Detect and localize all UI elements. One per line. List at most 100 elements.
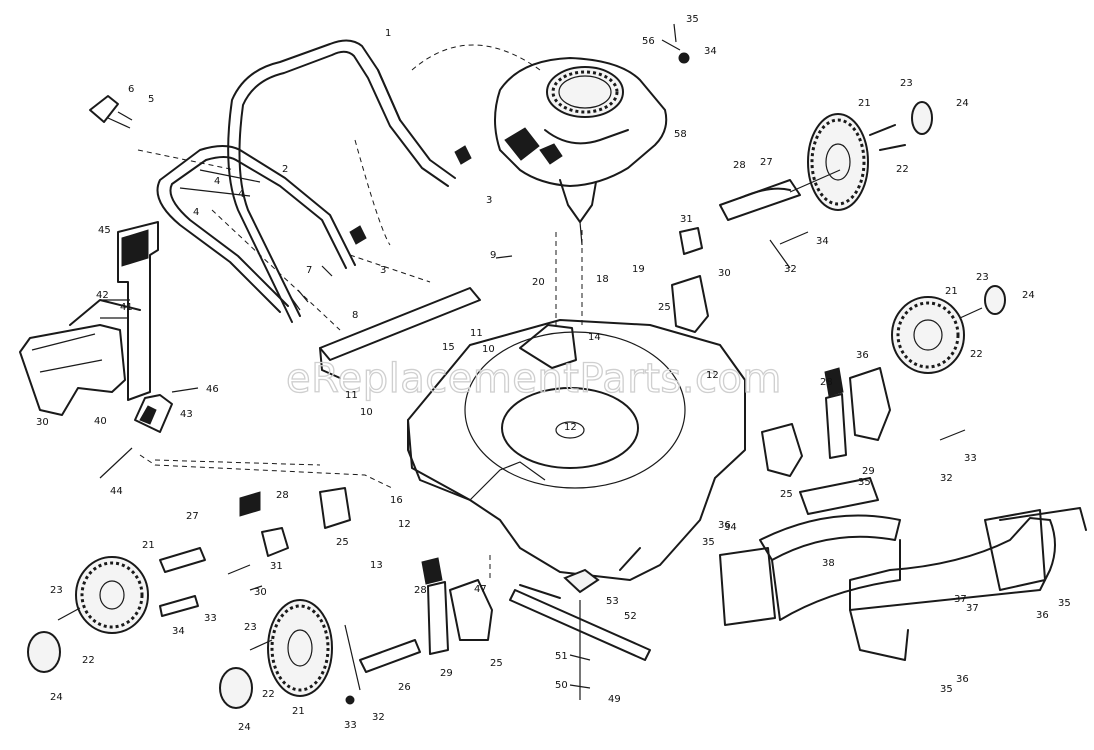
callout: 30 (36, 417, 49, 428)
callout: 36 (856, 350, 869, 361)
callout: 18 (596, 274, 609, 285)
callout: 53 (606, 596, 619, 607)
rear-axle (719, 169, 841, 221)
callout: 24 (956, 98, 969, 109)
callout: 2 (282, 164, 288, 175)
rear-left-wheel (219, 599, 333, 709)
callout: 10 (360, 407, 373, 418)
callout: 23 (976, 272, 989, 283)
callout: 28 (820, 377, 833, 388)
handle-hardware (89, 95, 472, 311)
callout: 43 (180, 409, 193, 420)
height-adjuster-rear-right (671, 227, 966, 477)
bag-hardware (99, 387, 199, 479)
callout: 12 (706, 370, 719, 381)
height-adjuster-front-left (344, 557, 493, 705)
callout: 25 (658, 302, 671, 313)
side-discharge-deflector (849, 507, 1087, 661)
callout: 5 (148, 94, 154, 105)
callout: 11 (470, 328, 483, 339)
callout: 33 (204, 613, 217, 624)
callout: 31 (270, 561, 283, 572)
callout: 30 (718, 268, 731, 279)
callout: 32 (940, 473, 953, 484)
grass-bag (19, 299, 141, 416)
callout: 33 (964, 453, 977, 464)
callout: 14 (588, 332, 601, 343)
callout: 34 (816, 236, 829, 247)
callout: 22 (82, 655, 95, 666)
callout: 21 (142, 540, 155, 551)
front-right-wheel (891, 285, 1006, 374)
rear-baffle (139, 255, 513, 489)
callout: 15 (442, 342, 455, 353)
callout: 35 (940, 684, 953, 695)
callout: 23 (50, 585, 63, 596)
callout: 40 (94, 416, 107, 427)
callout: 28 (733, 160, 746, 171)
engine-shaft-guides (555, 230, 583, 325)
engine (494, 57, 668, 246)
callout: 51 (555, 651, 568, 662)
callout: 37 (954, 594, 967, 605)
callout: 41 (120, 302, 133, 313)
callout: 10 (482, 344, 495, 355)
callout: 27 (186, 511, 199, 522)
callout: 24 (238, 722, 251, 733)
callout: 35 (858, 477, 871, 488)
callout: 3 (380, 265, 386, 276)
handle-dashed-guides (137, 44, 541, 331)
callout: 8 (352, 310, 358, 321)
callout: 12 (564, 422, 577, 433)
callout: 32 (784, 264, 797, 275)
callout: 58 (674, 129, 687, 140)
callout: 42 (96, 290, 109, 301)
callout: 21 (292, 706, 305, 717)
callout: 21 (945, 286, 958, 297)
callout: 16 (390, 495, 403, 506)
callout: 25 (780, 489, 793, 500)
callout: 11 (345, 390, 358, 401)
callout: 36 (956, 674, 969, 685)
callout: 3 (486, 195, 492, 206)
callout: 7 (306, 265, 312, 276)
watermark: eReplacementParts.com (286, 356, 782, 402)
front-left-wheel (27, 547, 206, 673)
callout: 28 (276, 490, 289, 501)
callout: 35 (686, 14, 699, 25)
callout: 38 (822, 558, 835, 569)
callout: 22 (970, 349, 983, 360)
callout-labels: 1 2 3 3 4 4 4 5 6 7 8 9 10 10 11 11 12 1… (36, 14, 1071, 733)
callout: 35 (1058, 598, 1071, 609)
callout: 23 (900, 78, 913, 89)
callout: 4 (193, 207, 199, 218)
height-adjuster-left (227, 487, 351, 591)
callout: 12 (398, 519, 411, 530)
callout: 34 (724, 522, 737, 533)
grass-bag-frame (100, 221, 159, 401)
callout: 13 (370, 560, 383, 571)
callout: 31 (680, 214, 693, 225)
callout: 36 (718, 520, 731, 531)
callout: 36 (1036, 610, 1049, 621)
callout: 25 (490, 658, 503, 669)
callout: 9 (490, 250, 496, 261)
callout: 33 (344, 720, 357, 731)
callout: 22 (896, 164, 909, 175)
callout: 19 (632, 264, 645, 275)
callout: 56 (642, 36, 655, 47)
callout: 28 (414, 585, 427, 596)
callout: 4 (214, 176, 220, 187)
callout: 24 (50, 692, 63, 703)
callout: 21 (858, 98, 871, 109)
callout: 20 (532, 277, 545, 288)
callout: 50 (555, 680, 568, 691)
lower-handle (156, 145, 356, 313)
callout: 6 (128, 84, 134, 95)
callout: 26 (398, 682, 411, 693)
discharge-chute (719, 477, 901, 626)
callout: 29 (440, 668, 453, 679)
air-cleaner-bolt (661, 23, 690, 64)
callout: 27 (760, 157, 773, 168)
